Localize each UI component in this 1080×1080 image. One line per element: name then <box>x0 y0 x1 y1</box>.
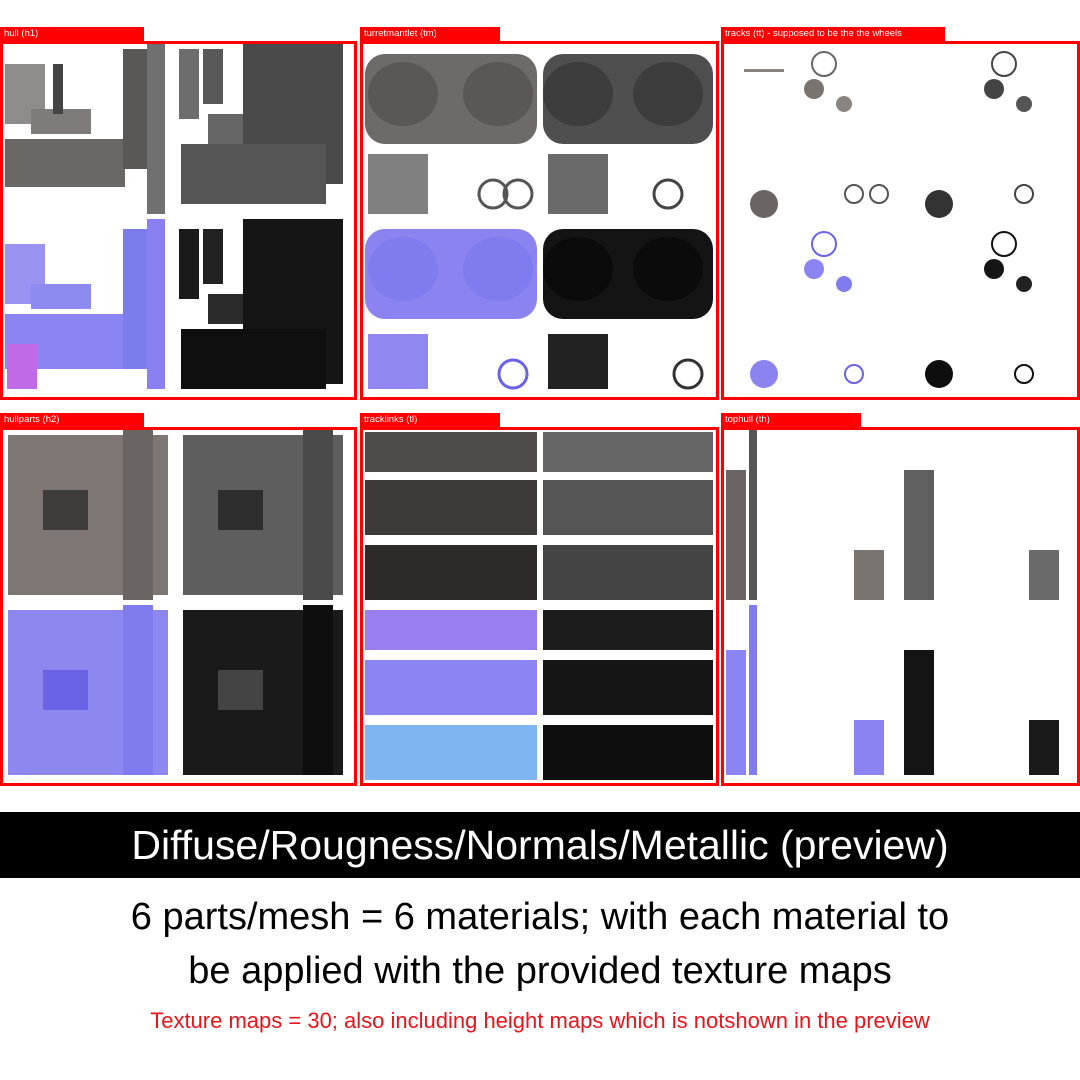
note-text: Texture maps = 30; also including height… <box>150 1008 930 1033</box>
panel-label-hull: hull (h1) <box>0 27 144 41</box>
texture-preview-tracklinks <box>360 427 719 786</box>
panel-label-tracks: tracks (tt) - supposed to be the the whe… <box>721 27 945 41</box>
panel-hullparts: hullparts (h2) <box>0 413 357 786</box>
texture-preview-turretmantlet <box>360 41 719 400</box>
texture-preview-hull <box>0 41 357 400</box>
panel-turretmantlet: turretmantlet (tm) <box>360 27 719 400</box>
panel-label-hullparts: hullparts (h2) <box>0 413 144 427</box>
hullparts-texture-atlas <box>3 430 354 783</box>
caption-bar: Diffuse/Rougness/Normals/Metallic (previ… <box>0 812 1080 878</box>
panel-tracklinks: tracklinks (tl) <box>360 413 719 786</box>
panel-tophull: tophull (th) <box>721 413 1080 786</box>
texture-preview-hullparts <box>0 427 357 786</box>
summary-line-2: be applied with the provided texture map… <box>188 950 892 992</box>
hull-texture-atlas <box>3 44 354 397</box>
texture-preview-tophull <box>721 427 1080 786</box>
panel-tracks: tracks (tt) - supposed to be the the whe… <box>721 27 1080 400</box>
panel-label-tracklinks: tracklinks (tl) <box>360 413 500 427</box>
tracks-texture-atlas <box>724 44 1077 397</box>
tracklinks-texture-atlas <box>363 430 716 783</box>
tophull-texture-atlas <box>724 430 1077 783</box>
panel-label-tophull: tophull (th) <box>721 413 861 427</box>
panel-hull: hull (h1) <box>0 27 357 400</box>
panel-label-turretmantlet: turretmantlet (tm) <box>360 27 500 41</box>
texture-preview-tracks <box>721 41 1080 400</box>
summary-line-1: 6 parts/mesh = 6 materials; with each ma… <box>130 896 950 938</box>
summary-text: 6 parts/mesh = 6 materials; with each ma… <box>0 890 1080 998</box>
turretmantlet-texture-atlas <box>363 44 716 397</box>
